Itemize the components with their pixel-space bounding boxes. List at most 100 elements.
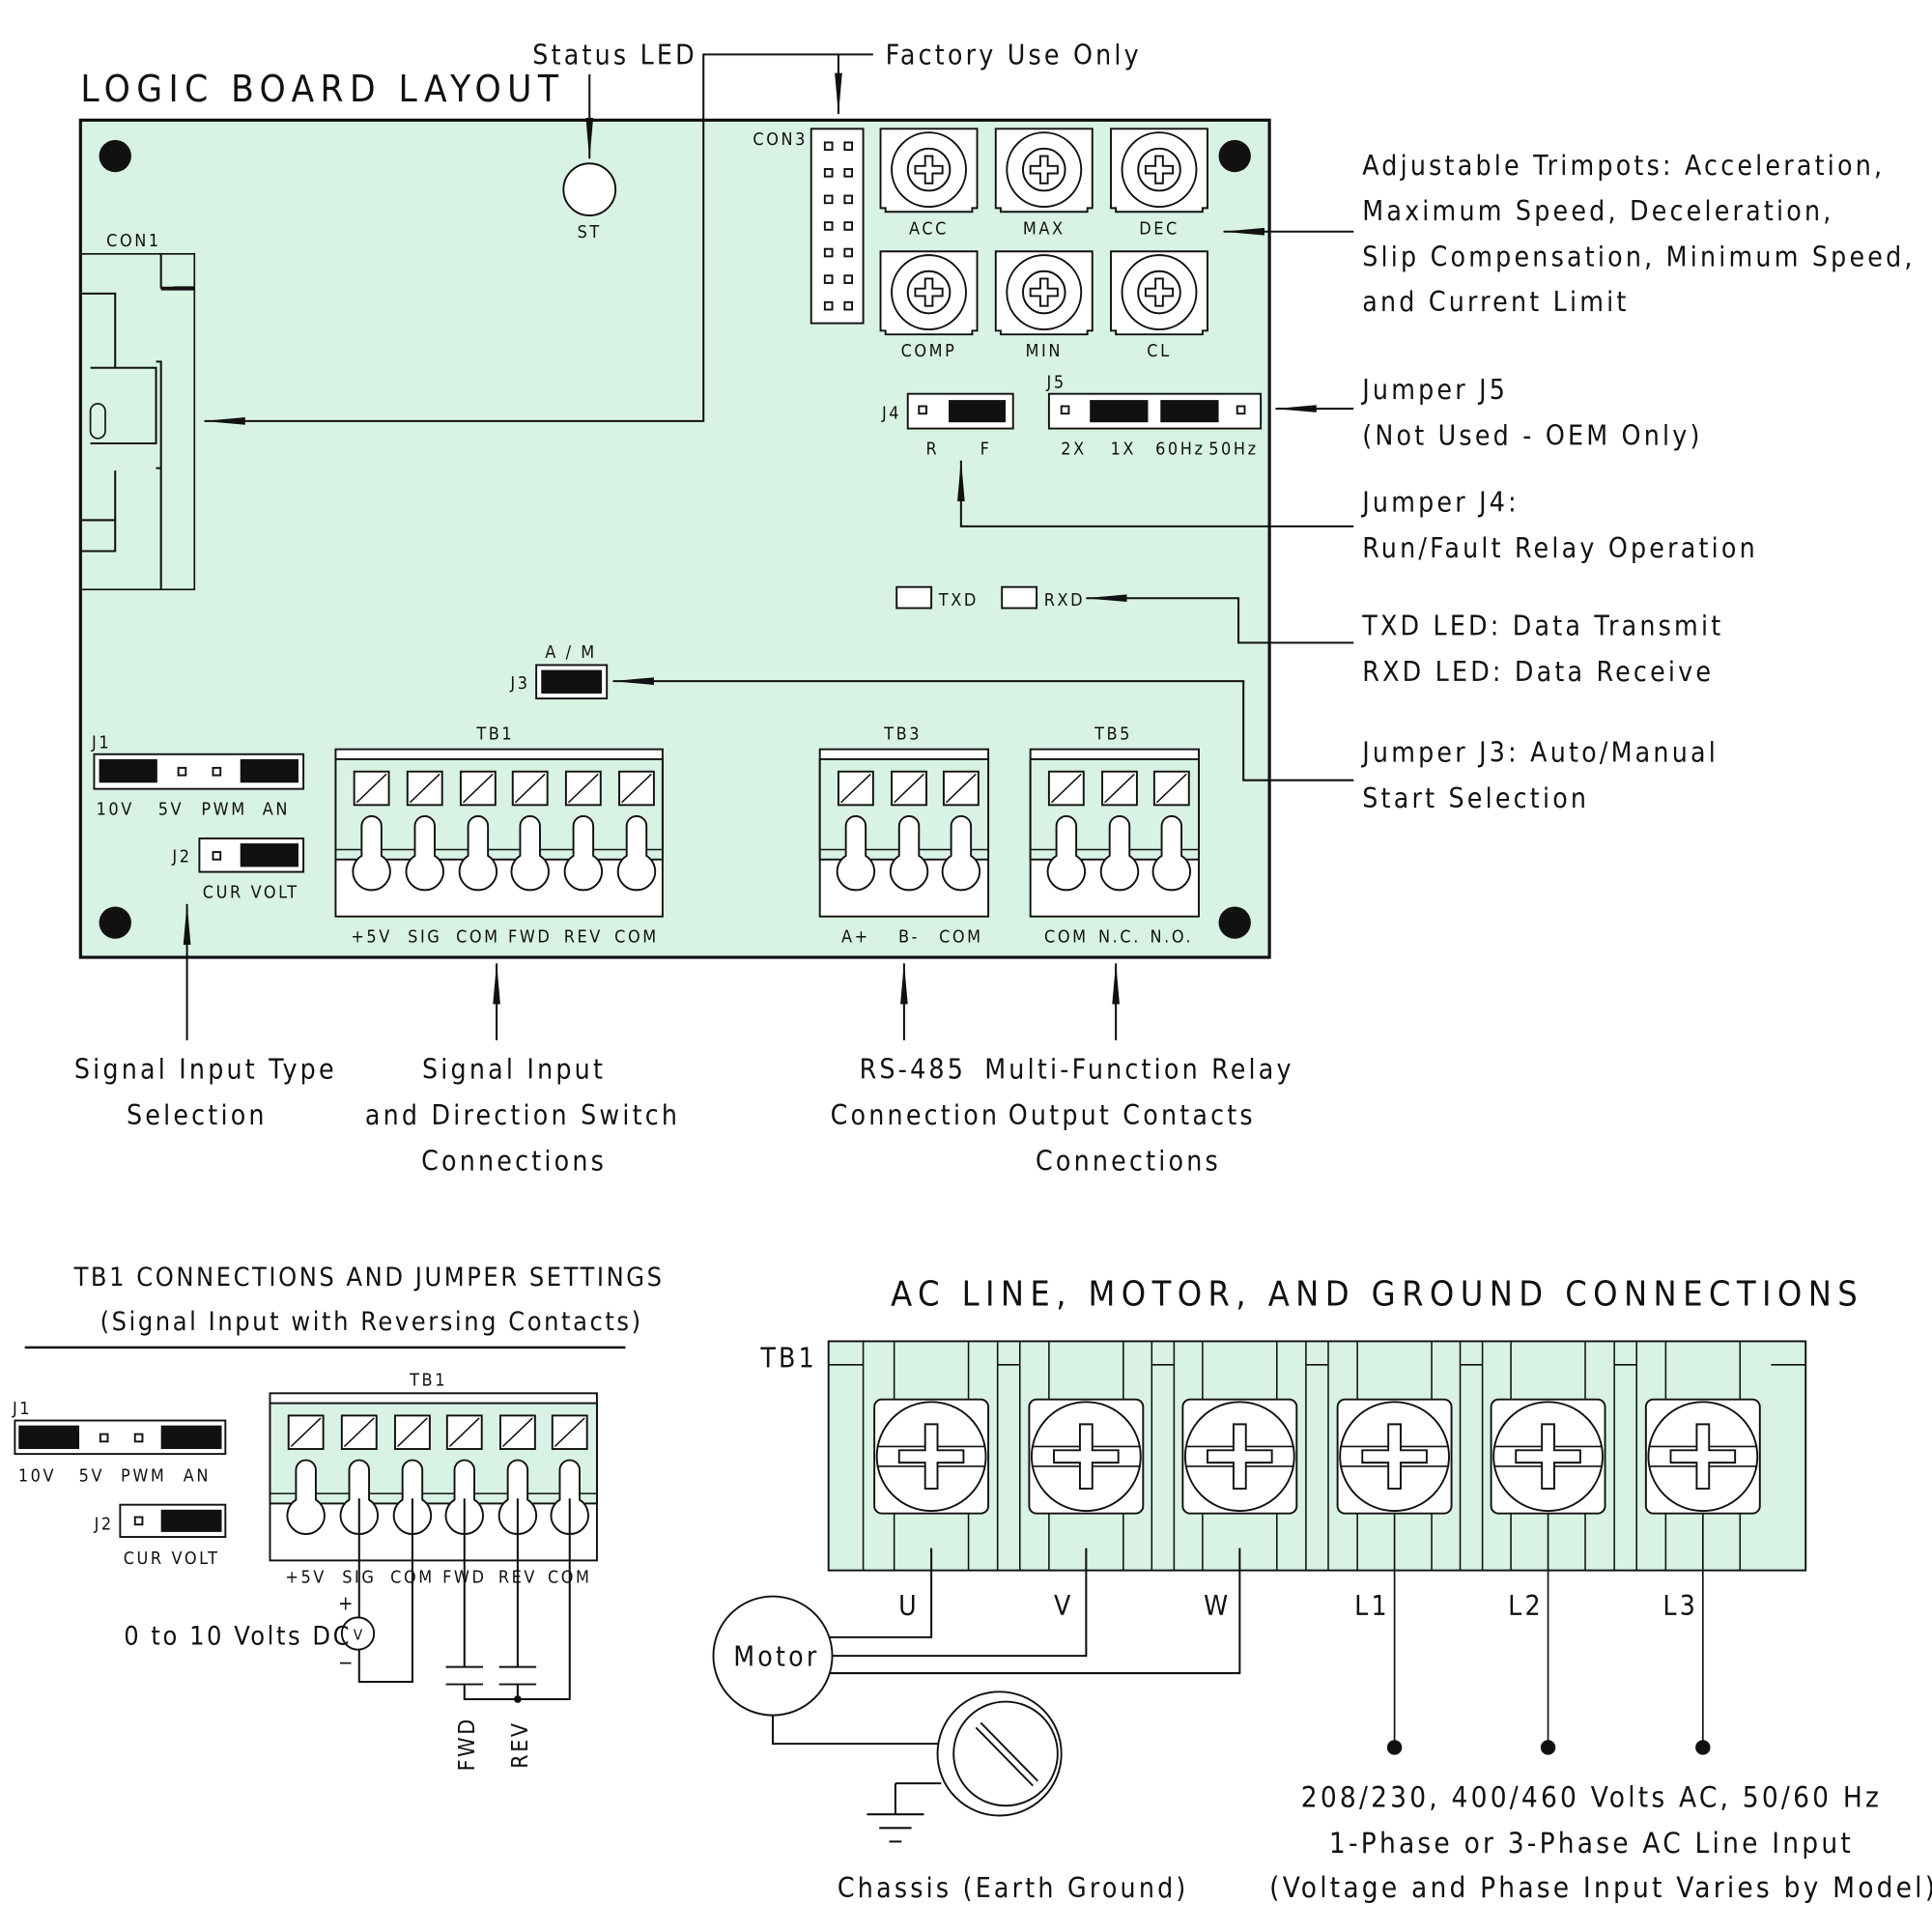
terminal[interactable] <box>1099 770 1140 892</box>
terminal-label: COM <box>939 927 983 948</box>
jumper-shunt[interactable] <box>949 400 1007 423</box>
motor-label: Motor <box>733 1640 819 1672</box>
wire-entry <box>550 1459 589 1536</box>
ac-terminal-label: L1 <box>1354 1590 1390 1622</box>
cross-icon <box>914 277 944 307</box>
rxd-led <box>1001 585 1038 610</box>
ac-terminal-u[interactable] <box>873 1398 990 1515</box>
voltage-label: 0 to 10 Volts DC <box>124 1622 352 1652</box>
trimpot-min[interactable]: MIN <box>994 250 1094 361</box>
con3-pin <box>843 194 854 205</box>
terminal[interactable] <box>1151 770 1191 892</box>
ac-terminal-label: V <box>1054 1590 1074 1622</box>
terminal[interactable] <box>510 770 550 892</box>
terminal[interactable] <box>616 770 657 892</box>
cross-icon <box>1053 1423 1120 1490</box>
terminal[interactable] <box>550 1414 589 1536</box>
mounting-hole <box>1218 139 1251 173</box>
terminal[interactable] <box>405 770 444 892</box>
con3-pin <box>843 247 854 258</box>
tb1-settings-title: TB1 CONNECTIONS AND JUMPER SETTINGS <box>73 1263 665 1293</box>
trimpot-label: COMP <box>901 341 957 361</box>
line-input-line: 1-Phase or 3-Phase AC Line Input <box>1329 1827 1854 1860</box>
trimpot-cl[interactable]: CL <box>1110 250 1208 361</box>
terminal[interactable] <box>836 770 876 892</box>
trimpot-acc[interactable]: ACC <box>879 128 979 239</box>
rxd-label: RXD <box>1044 590 1085 611</box>
ac-terminal-l2[interactable] <box>1490 1398 1606 1515</box>
trimpot-comp[interactable]: COMP <box>879 250 979 361</box>
terminal-label: COM <box>548 1567 592 1587</box>
terminal[interactable] <box>1046 770 1086 892</box>
annotation-line: Selection <box>127 1099 268 1131</box>
jumper-j2[interactable] <box>198 837 305 873</box>
jumper-shunt[interactable] <box>99 758 157 783</box>
terminal[interactable] <box>444 1414 484 1536</box>
s-j1-label: PWM <box>121 1465 166 1486</box>
jumper-shunt[interactable] <box>1090 400 1149 423</box>
jumper-shunt[interactable] <box>240 758 298 783</box>
jumper-shunt[interactable] <box>240 843 298 867</box>
con3-pin <box>843 141 854 152</box>
con3-pin <box>843 168 854 178</box>
cross-icon <box>914 155 944 185</box>
terminal-label: COM <box>614 927 659 948</box>
annotation-line: Connection <box>831 1099 1001 1131</box>
terminal[interactable] <box>339 1414 379 1536</box>
terminal[interactable] <box>458 770 497 892</box>
trimpot-label: CL <box>1147 341 1171 361</box>
terminal[interactable] <box>352 770 391 892</box>
ac-terminal-l1[interactable] <box>1336 1398 1453 1515</box>
terminal[interactable] <box>497 1414 538 1536</box>
annotation-line: Start Selection <box>1362 782 1589 814</box>
st-label: ST <box>578 222 602 242</box>
ac-terminal-w[interactable] <box>1181 1398 1298 1515</box>
cross-icon <box>1144 155 1175 185</box>
factory-use-label: Factory Use Only <box>886 40 1142 71</box>
jumper-shunt[interactable] <box>1160 400 1219 423</box>
jumper-j3[interactable] <box>535 664 609 700</box>
status-led-label: Status LED <box>532 40 697 71</box>
line-input-line: (Voltage and Phase Input Varies by Model… <box>1269 1871 1932 1904</box>
j2-label-cur: CUR <box>203 882 243 902</box>
ground-screw-icon <box>936 1690 1063 1817</box>
trimpot-dec[interactable]: DEC <box>1110 128 1208 239</box>
annotation-signal-input: Signal Input and Direction Switch Connec… <box>365 1054 677 1178</box>
voltmeter-icon <box>340 1616 376 1651</box>
terminal[interactable] <box>941 770 980 892</box>
jumper-shunt[interactable] <box>541 669 603 694</box>
terminal[interactable] <box>286 1414 326 1536</box>
terminal[interactable] <box>889 770 929 892</box>
mounting-hole <box>99 139 131 173</box>
terminal-label: A+ <box>841 927 870 948</box>
annotation-line: Output Contacts <box>1009 1099 1256 1131</box>
jumper-j4[interactable] <box>906 392 1014 430</box>
ac-terminal-label: W <box>1204 1590 1231 1622</box>
con3-pin <box>823 221 834 231</box>
j3-label: A / M <box>545 642 596 663</box>
terminal-label: +5V <box>285 1567 327 1587</box>
terminal-block-band <box>334 757 664 861</box>
trimpot-max[interactable]: MAX <box>994 128 1094 239</box>
annotation-relay: Multi-Function Relay Output Contacts Con… <box>984 1054 1291 1178</box>
s-j1-name: J1 <box>12 1399 32 1419</box>
status-led <box>562 162 617 217</box>
terminal[interactable] <box>563 770 603 892</box>
voltmeter-label: V <box>354 1626 363 1643</box>
annotation-line: and Current Limit <box>1362 286 1629 318</box>
motor-wiring <box>771 1548 1241 1843</box>
annotation-leds: TXD LED: Data Transmit RXD LED: Data Rec… <box>1361 611 1720 688</box>
line-input-text: 208/230, 400/460 Volts AC, 50/60 Hz 1-Ph… <box>1269 1781 1932 1905</box>
mounting-hole <box>1218 906 1251 939</box>
s-j1-label: 10V <box>18 1465 56 1486</box>
terminal[interactable] <box>392 1414 433 1536</box>
j1-label-5v: 5V <box>158 800 184 820</box>
s-j1-label: 5V <box>79 1465 104 1486</box>
ac-terminal-l3[interactable] <box>1644 1398 1761 1515</box>
tb1-name: TB1 <box>475 724 514 744</box>
jumper-j5[interactable] <box>1047 392 1263 430</box>
jumper-j1[interactable] <box>93 753 305 790</box>
ac-terminal-v[interactable] <box>1028 1398 1145 1515</box>
